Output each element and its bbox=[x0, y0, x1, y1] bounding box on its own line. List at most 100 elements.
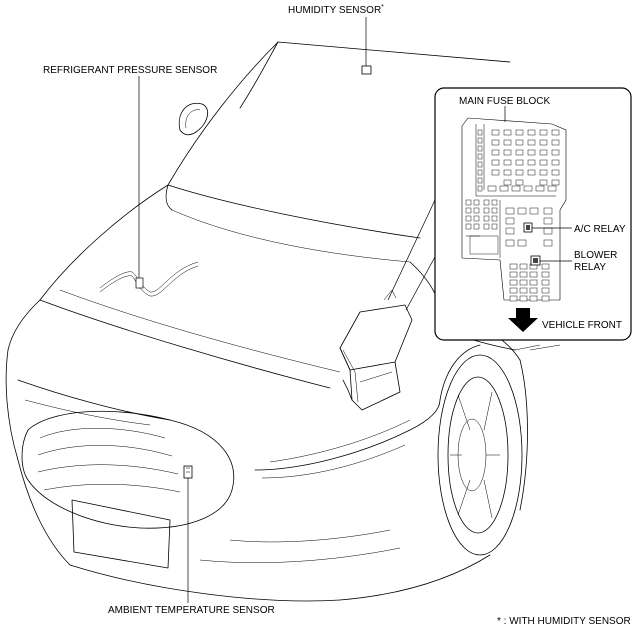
fuse-slot bbox=[541, 279, 550, 286]
fuse-slot bbox=[483, 223, 490, 230]
vehicle-front-arrow-icon bbox=[508, 308, 538, 332]
fuse-slot bbox=[519, 263, 528, 270]
ac-relay-part bbox=[523, 222, 533, 233]
fuse-slot bbox=[483, 215, 490, 222]
vehicle-front-label: VEHICLE FRONT bbox=[542, 320, 622, 331]
fuse-slot bbox=[539, 129, 548, 136]
fuse-slot bbox=[539, 139, 548, 146]
fuse-slot bbox=[541, 271, 550, 278]
fuse-slot bbox=[483, 199, 490, 206]
main-fuse-block-label: MAIN FUSE BLOCK bbox=[459, 96, 550, 107]
fuse-slot bbox=[473, 223, 480, 230]
footnote-label: * : WITH HUMIDITY SENSOR bbox=[497, 616, 631, 627]
fuse-slot bbox=[541, 263, 550, 270]
fuse-slot bbox=[505, 217, 515, 225]
fuse-slot bbox=[527, 149, 536, 156]
fuse-slot bbox=[477, 177, 483, 184]
fuse-slot bbox=[491, 159, 500, 166]
fuse-slot bbox=[473, 207, 480, 214]
fuse-slot bbox=[541, 295, 550, 302]
ambient-temperature-sensor-part bbox=[183, 465, 193, 479]
fuse-slot bbox=[503, 159, 512, 166]
fuse-slot bbox=[491, 199, 498, 206]
fuse-slot bbox=[465, 223, 472, 230]
fuse-slot bbox=[529, 271, 538, 278]
fuse-slot bbox=[551, 169, 560, 176]
fuse-slot bbox=[527, 159, 536, 166]
fuse-slot bbox=[543, 227, 553, 235]
fuse-slot bbox=[515, 129, 524, 136]
fuse-slot bbox=[519, 271, 528, 278]
fuse-slot bbox=[503, 149, 512, 156]
fuse-slot bbox=[509, 279, 518, 286]
fuse-slot bbox=[477, 153, 483, 160]
fuse-slot bbox=[491, 149, 500, 156]
fuse-slot bbox=[535, 185, 545, 192]
fuse-slot bbox=[527, 129, 536, 136]
fuse-slot bbox=[517, 239, 527, 247]
fuse-slot bbox=[529, 295, 538, 302]
fuse-slot bbox=[491, 169, 500, 176]
fuse-slot bbox=[491, 215, 498, 222]
humidity-sensor-part bbox=[361, 65, 372, 75]
fuse-slot bbox=[551, 179, 560, 186]
fuse-slot bbox=[541, 287, 550, 294]
fuse-slot bbox=[551, 139, 560, 146]
fuse-slot bbox=[527, 139, 536, 146]
blower-relay-part bbox=[530, 255, 541, 266]
fuse-box-housing bbox=[339, 289, 413, 411]
fuse-slot bbox=[499, 185, 509, 192]
fuse-slot bbox=[477, 169, 483, 176]
fuse-slot bbox=[473, 199, 480, 206]
fuse-slot bbox=[551, 159, 560, 166]
fuse-slot bbox=[515, 169, 524, 176]
fuse-slot bbox=[527, 169, 536, 176]
zoom-leader-bottom bbox=[405, 254, 437, 311]
fuse-slot bbox=[477, 129, 483, 136]
fuse-slot bbox=[511, 185, 521, 192]
fuse-slot bbox=[539, 169, 548, 176]
fuse-slot bbox=[505, 207, 515, 215]
ac-relay-label: A/C RELAY bbox=[574, 224, 626, 235]
fuse-slot bbox=[529, 207, 539, 215]
fuse-slot bbox=[465, 207, 472, 214]
fuse-slot bbox=[543, 207, 553, 215]
fuse-slot bbox=[551, 129, 560, 136]
fuse-slot bbox=[547, 185, 557, 192]
fuse-slot bbox=[515, 149, 524, 156]
refrigerant-pressure-sensor-label: REFRIGERANT PRESSURE SENSOR bbox=[43, 65, 217, 76]
fuse-slot bbox=[477, 185, 483, 192]
fuse-slot bbox=[491, 223, 498, 230]
zoom-leader-top bbox=[387, 199, 436, 301]
fuse-slot bbox=[509, 287, 518, 294]
fuse-slot bbox=[529, 287, 538, 294]
fuse-slot bbox=[509, 295, 518, 302]
fuse-slot bbox=[515, 179, 524, 186]
fuse-slot bbox=[515, 159, 524, 166]
refrigerant-pipe bbox=[99, 261, 199, 297]
fuse-slot bbox=[477, 145, 483, 152]
humidity-sensor-label: HUMIDITY SENSOR* bbox=[288, 4, 384, 16]
fuse-slot bbox=[503, 129, 512, 136]
fuse-slot bbox=[551, 149, 560, 156]
blower-relay-label-line1: BLOWER bbox=[574, 250, 617, 261]
fuse-slot bbox=[523, 185, 533, 192]
fuse-slot bbox=[529, 279, 538, 286]
car-body bbox=[5, 41, 561, 602]
blower-relay-label-line2: RELAY bbox=[574, 262, 606, 273]
fuse-slot bbox=[477, 161, 483, 168]
fuse-slot bbox=[477, 137, 483, 144]
fuse-slot bbox=[473, 215, 480, 222]
fuse-slot bbox=[503, 179, 512, 186]
fuse-slot bbox=[543, 217, 553, 225]
fuse-slot bbox=[465, 215, 472, 222]
fuse-slot bbox=[491, 207, 498, 214]
fuse-slot bbox=[503, 169, 512, 176]
fuse-slot bbox=[517, 207, 527, 215]
fuse-slot bbox=[539, 179, 548, 186]
fuse-slot bbox=[519, 279, 528, 286]
fuse-slot bbox=[491, 129, 500, 136]
fuse-slot bbox=[491, 139, 500, 146]
fuse-slot bbox=[465, 199, 472, 206]
